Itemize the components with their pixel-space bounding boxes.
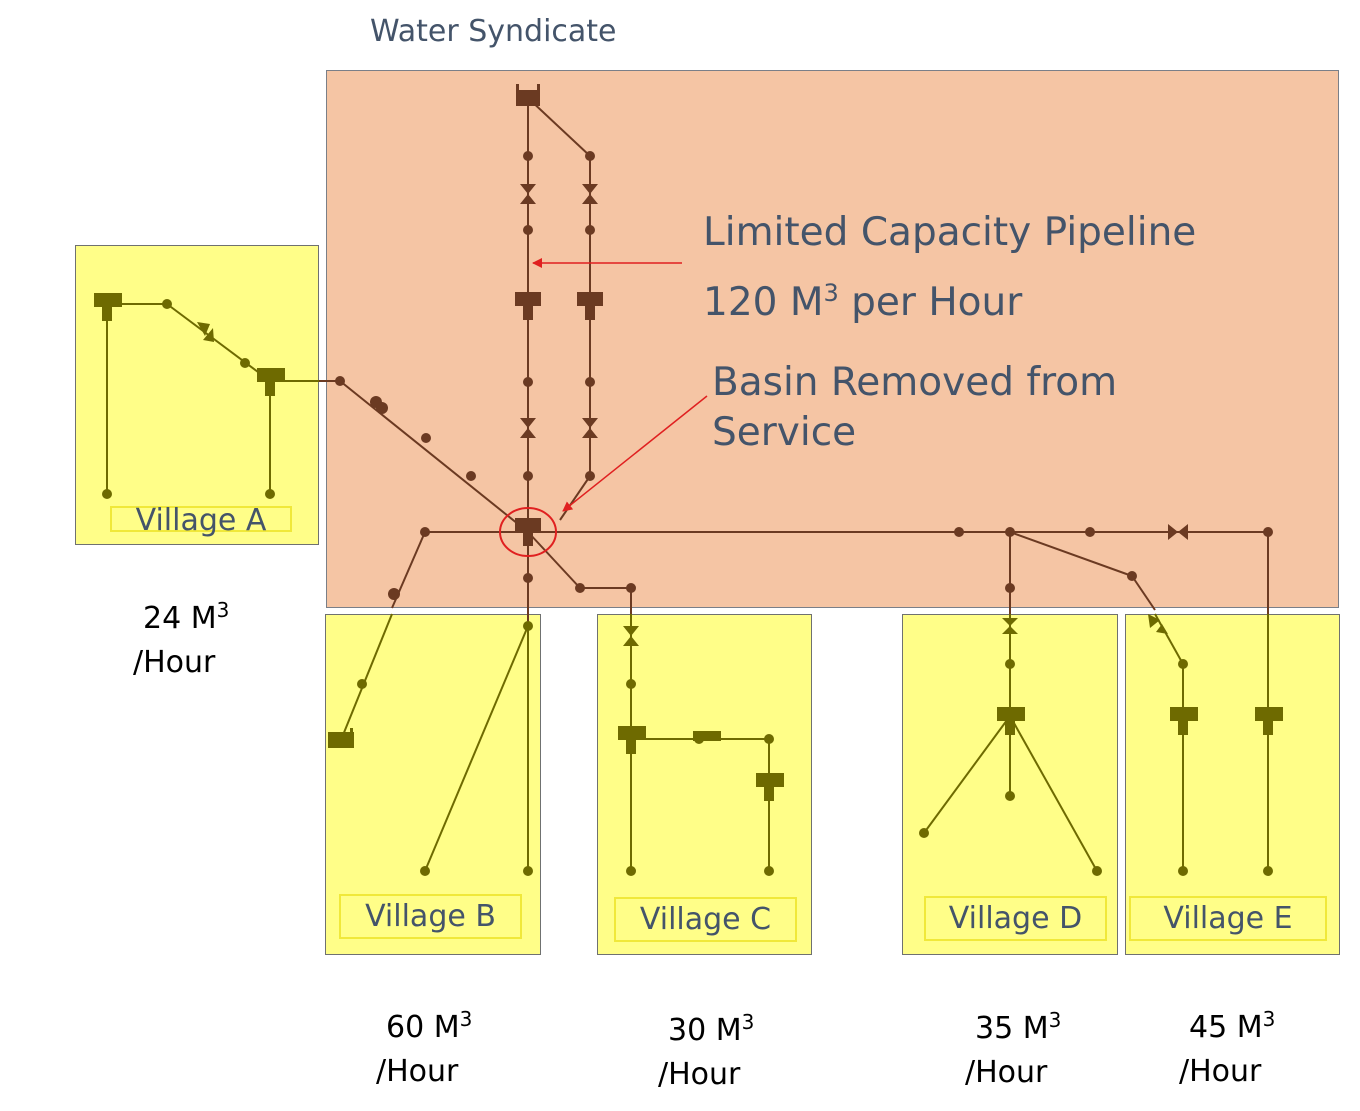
village-basin-icons: [94, 293, 1283, 801]
village-e-rate: 45 M3 /Hour: [1179, 1007, 1276, 1089]
village-junction-nodes: [102, 299, 1273, 876]
village-c-label: Village C: [614, 897, 797, 942]
pipeline-annotation: Limited Capacity Pipeline 120 M3 per Hou…: [703, 208, 1196, 328]
village-e-label: Village E: [1129, 896, 1327, 941]
syndicate-basin-icons: [515, 292, 603, 546]
water-syndicate-region: [326, 70, 1339, 608]
village-valve-icons: [197, 322, 1168, 646]
village-b-region: [325, 614, 541, 955]
village-a-label: Village A: [110, 506, 292, 536]
syndicate-reservoir-icon: [516, 84, 540, 106]
basin-annotation-line2: Service: [712, 410, 857, 455]
pipeline-annotation-line1: Limited Capacity Pipeline: [703, 210, 1197, 255]
village-d-label: Village D: [924, 896, 1107, 941]
syndicate-valve-icons: [370, 184, 1188, 600]
basin-annotation-line1: Basin Removed from: [712, 360, 1118, 405]
diagram-title: Water Syndicate: [370, 14, 617, 49]
basin-arrow: [562, 395, 708, 512]
village-a-rate: 24 M3 /Hour: [133, 598, 230, 680]
village-b-reservoir-icon: [328, 728, 354, 748]
village-e-region: [1125, 614, 1340, 955]
village-b-label: Village B: [339, 894, 522, 939]
pipeline-annotation-line2: 120 M3 per Hour: [703, 279, 1023, 325]
syndicate-junction-nodes: [335, 151, 1273, 593]
basin-annotation: Basin Removed from Service: [712, 358, 1117, 458]
village-d-rate: 35 M3 /Hour: [965, 1008, 1062, 1090]
removed-basin-highlight-circle: [499, 507, 557, 557]
village-c-rate: 30 M3 /Hour: [658, 1010, 755, 1092]
village-b-rate: 60 M3 /Hour: [376, 1007, 473, 1089]
